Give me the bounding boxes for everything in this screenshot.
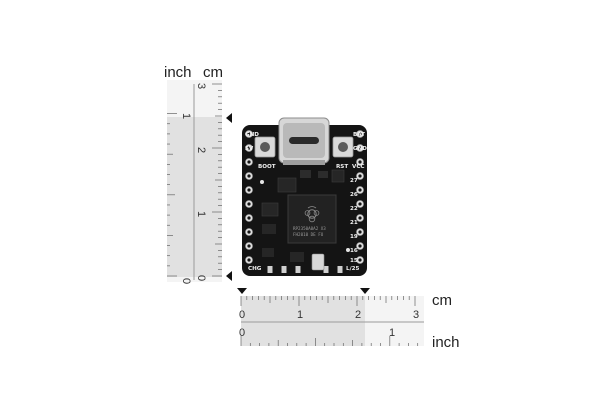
horizontal-ruler-measure-band xyxy=(241,296,365,346)
horizontal-ruler-cm-0: 0 xyxy=(239,309,245,321)
label-vcc: VCC xyxy=(352,164,365,170)
vertical-ruler-cm-3: 3 xyxy=(195,83,207,89)
pad-hole xyxy=(358,146,362,150)
vertical-ruler-inch-label: inch xyxy=(164,64,192,81)
vertical-ruler-inch-1: 1 xyxy=(180,113,192,119)
horizontal-ruler-ticks xyxy=(240,296,419,346)
pad-bottom xyxy=(323,266,329,273)
pin-number-16: 16 xyxy=(350,248,358,254)
label-gnd-left: GND xyxy=(245,132,259,138)
vertical-ruler-cm-0: 0 xyxy=(195,275,207,281)
chip-text-line-2: FH2010 DE FO xyxy=(293,232,324,237)
horizontal-right-marker xyxy=(360,288,370,294)
pad-hole xyxy=(247,132,251,136)
vertical-ruler-cm-label: cm xyxy=(203,64,223,81)
pin-number-26: 26 xyxy=(350,192,358,198)
horizontal-ruler-cm-3: 3 xyxy=(413,309,419,321)
horizontal-ruler-cm-1: 1 xyxy=(297,309,303,321)
usb-c-connector xyxy=(278,117,330,165)
horizontal-left-marker xyxy=(237,288,247,294)
label-chg: CHG xyxy=(248,266,262,272)
pin-number-19: 19 xyxy=(350,234,358,240)
horizontal-ruler: 0 1 2 3 0 1 cm inch xyxy=(237,288,460,351)
label-rst: RST xyxy=(336,164,348,170)
pad-bottom xyxy=(267,266,273,273)
horizontal-ruler-inch-0: 0 xyxy=(239,327,245,339)
vertical-ruler-ticks xyxy=(167,83,222,277)
pad-hole xyxy=(358,174,362,178)
vertical-ruler-cm-2: 2 xyxy=(195,147,207,153)
crystal-oscillator xyxy=(311,253,325,271)
small-components xyxy=(260,169,350,271)
label-boot: BOOT xyxy=(258,164,276,170)
pad-hole xyxy=(247,174,251,178)
pad-hole xyxy=(358,244,362,248)
horizontal-ruler-cm-label: cm xyxy=(432,292,452,309)
vertical-ruler-inch-0: 0 xyxy=(180,278,192,284)
pad-hole xyxy=(247,160,251,164)
pin-number-27: 27 xyxy=(350,178,358,184)
pad-hole xyxy=(358,202,362,206)
label-gnd-right: GND xyxy=(353,146,367,152)
pad-hole xyxy=(247,258,251,262)
pad-bottom xyxy=(281,266,287,273)
vertical-ruler: inch cm 0 1 0 1 2 3 xyxy=(164,64,232,284)
pad-hole xyxy=(247,244,251,248)
pad-hole xyxy=(358,230,362,234)
pad-bottom xyxy=(295,266,301,273)
boot-button xyxy=(254,136,276,158)
pin-number-21: 21 xyxy=(350,220,358,226)
pad-hole xyxy=(358,160,362,164)
pad-hole xyxy=(358,258,362,262)
label-l25: L/25 xyxy=(346,266,359,272)
pin-number-22: 22 xyxy=(350,206,358,212)
reset-button xyxy=(332,136,354,158)
pad-bottom xyxy=(337,266,343,273)
pad-hole xyxy=(358,132,362,136)
vertical-top-marker xyxy=(226,113,232,123)
pad-hole xyxy=(247,202,251,206)
pad-hole xyxy=(358,216,362,220)
vertical-ruler-cm-1: 1 xyxy=(195,211,207,217)
horizontal-ruler-inch-1: 1 xyxy=(389,327,395,339)
horizontal-ruler-inch-label: inch xyxy=(432,334,460,351)
microcontroller-board: RP2350A0A2 X3 FH2010 DE FO GND 5V BOOT C… xyxy=(242,117,367,276)
pin-number-15: 15 xyxy=(350,258,358,264)
raspberry-logo-icon xyxy=(304,206,320,223)
pad-hole xyxy=(358,188,362,192)
pad-hole xyxy=(247,146,251,150)
label-5v: 5V xyxy=(245,146,254,152)
horizontal-ruler-cm-2: 2 xyxy=(355,309,361,321)
pad-hole xyxy=(247,216,251,220)
castellated-pads xyxy=(245,130,364,273)
vertical-bottom-marker xyxy=(226,271,232,281)
pad-hole xyxy=(247,188,251,192)
right-pin-numbers: 27 26 22 21 19 16 15 xyxy=(350,178,358,264)
chip-text-line-1: RP2350A0A2 X3 xyxy=(293,226,326,231)
pad-hole xyxy=(247,230,251,234)
label-bat: BAT xyxy=(353,132,365,138)
main-chip: RP2350A0A2 X3 FH2010 DE FO xyxy=(287,194,337,244)
